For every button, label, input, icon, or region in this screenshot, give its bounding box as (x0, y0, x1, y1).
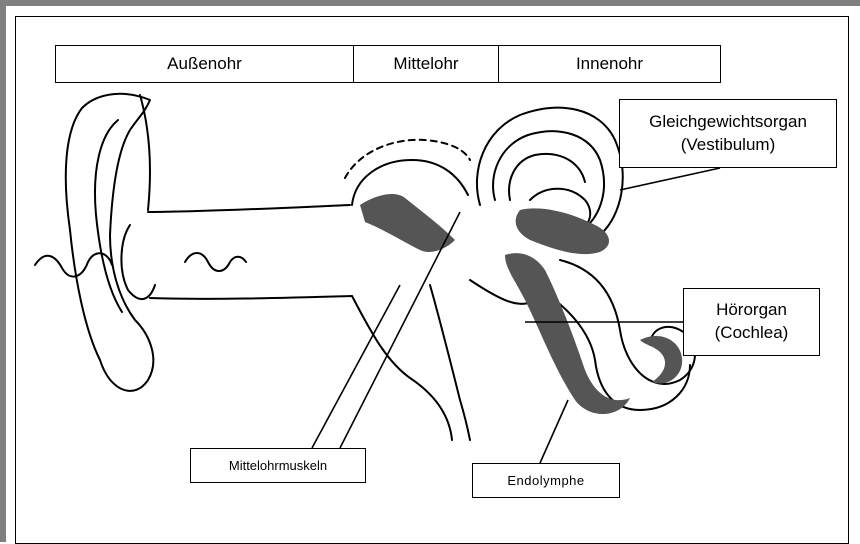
pinna-concha (121, 225, 155, 299)
cochlea-tip-dark (640, 336, 682, 383)
label-cochlea-line1: Hörorgan (716, 299, 787, 322)
zone-outer-ear: Außenohr (56, 46, 353, 82)
pinna-rim (140, 95, 150, 210)
zone-inner-ear: Innenohr (498, 46, 720, 82)
label-endolymph: Endolymphe (472, 463, 620, 498)
label-vestibulum-line1: Gleichgewichtsorgan (649, 111, 807, 134)
label-cochlea-line2: (Cochlea) (715, 322, 789, 345)
label-vestibulum: Gleichgewichtsorgan (Vestibulum) (619, 99, 837, 168)
leader-vestibulum (620, 168, 720, 190)
middle-ear-outline (352, 160, 468, 205)
label-middle-ear-muscles: Mittelohrmuskeln (190, 448, 366, 483)
label-endolymph-text: Endolymphe (507, 472, 584, 490)
pinna-inner-fold (95, 120, 122, 312)
cochlea-duct-dark (505, 253, 630, 414)
pinna-outline (66, 94, 154, 391)
leader-endolymph (540, 400, 568, 463)
ossicle-dark (360, 194, 455, 252)
label-cochlea: Hörorgan (Cochlea) (683, 288, 820, 356)
zone-middle-ear: Mittelohr (353, 46, 498, 82)
label-vestibulum-line2: (Vestibulum) (681, 134, 775, 157)
eustachian-tube-1 (352, 296, 452, 440)
leader-muscle-1 (312, 285, 400, 448)
ear-zone-bar: Außenohr Mittelohr Innenohr (55, 45, 721, 83)
label-muscles-text: Mittelohrmuskeln (229, 457, 327, 475)
eustachian-tube-2 (430, 285, 470, 440)
ear-canal-bottom (150, 296, 352, 299)
sound-wave-2 (185, 253, 246, 271)
ear-canal-top (148, 205, 350, 212)
